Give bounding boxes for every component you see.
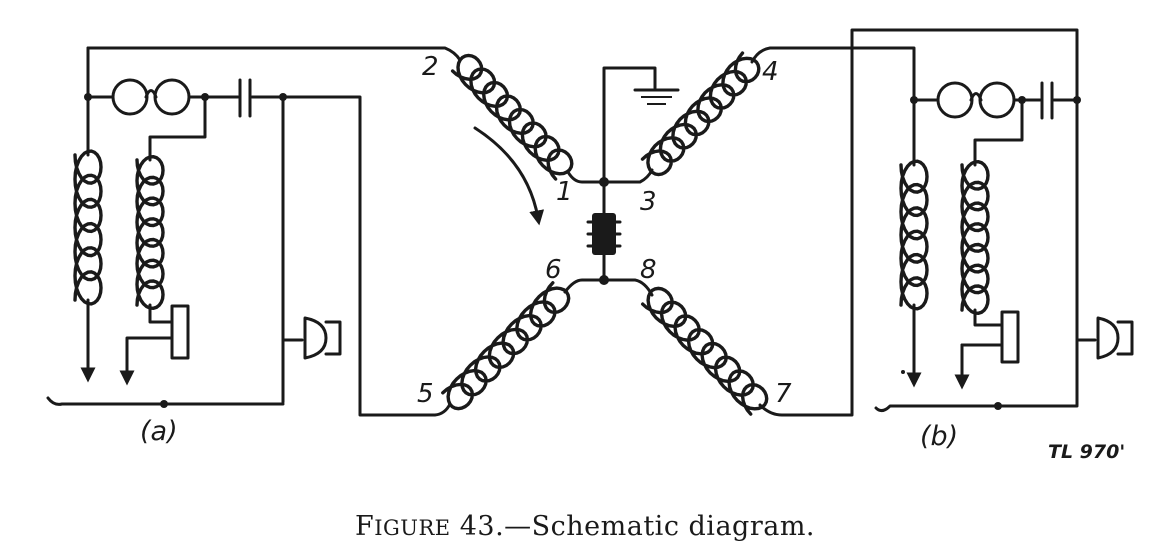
coil-a-right	[135, 154, 165, 311]
caption-rest: 43.—Schematic diagram.	[451, 511, 815, 542]
wire-a-branch	[148, 95, 207, 162]
top-wire-left	[86, 46, 462, 62]
plate-tag: TL 970'	[1048, 441, 1125, 463]
coil-6-5	[441, 281, 571, 411]
wire-ground-stub	[602, 66, 657, 184]
terminal-label-5: 5	[417, 379, 434, 409]
wire-a-cap-out	[250, 95, 452, 417]
transmitter-b-bridge	[969, 92, 983, 102]
transmitter-a-bridge	[144, 89, 158, 99]
microphone-a-stem	[125, 336, 174, 380]
wire-7-side	[758, 28, 1079, 417]
terminal-label-3: 3	[640, 187, 657, 217]
transmitter-b-circle-left	[936, 81, 974, 119]
coil-2-1	[450, 53, 574, 181]
curved-arrow	[473, 126, 545, 226]
right-circuit	[750, 28, 1134, 417]
coil-b-left	[899, 159, 929, 311]
caption-initial: F	[355, 511, 374, 542]
coil-8-7	[641, 286, 769, 416]
node-a-2	[201, 93, 209, 101]
node-b-2	[1018, 96, 1026, 104]
ground-line-a	[46, 396, 285, 406]
wire-b-branch	[973, 98, 1024, 167]
terminal-label-7: 7	[775, 379, 792, 409]
node-b-3	[1073, 96, 1081, 104]
center-network	[473, 66, 680, 297]
node-center-bottom	[599, 275, 609, 285]
microphone-a-body	[170, 304, 190, 360]
subfigure-label-a: (a)	[140, 416, 178, 447]
coil-4-3	[640, 51, 761, 177]
receiver-b-cap	[1116, 320, 1134, 356]
node-a-1	[84, 93, 92, 101]
transmitter-a-circle-right	[153, 78, 191, 116]
left-circuit	[46, 46, 462, 417]
node-b-ground	[994, 402, 1002, 410]
terminal-label-4: 4	[762, 57, 779, 87]
terminal-label-6: 6	[545, 255, 562, 285]
terminal-label-8: 8	[640, 255, 657, 285]
figure-caption: FIGURE 43.—Schematic diagram.	[355, 511, 815, 542]
coils-group	[73, 51, 990, 416]
node-b-1	[910, 96, 918, 104]
wire-b-cap-out	[1052, 98, 1079, 407]
microphone-b-stem	[960, 343, 1004, 384]
subfigure-label-b: (b)	[920, 421, 958, 452]
coil-a-left	[73, 149, 103, 306]
receiver-b-body	[1096, 316, 1120, 360]
ground-line-b	[874, 404, 1079, 413]
receiver-a-cap	[324, 320, 342, 356]
wire-1-3	[566, 168, 654, 184]
node-center-top	[599, 177, 609, 187]
dot-b-mark	[901, 370, 905, 374]
caption-smallcaps: IGURE	[374, 516, 450, 540]
receiver-a-body	[303, 316, 328, 360]
transmitter-a-circle-left	[111, 78, 149, 116]
terminal-label-1: 1	[556, 177, 573, 207]
node-a-3	[279, 93, 287, 101]
wire-6-8	[563, 278, 654, 297]
microphone-b-body	[1000, 310, 1020, 364]
wire-a-mic	[148, 303, 174, 324]
node-a-ground	[160, 400, 168, 408]
wire-4-top	[750, 46, 854, 64]
transmitter-b-circle-right	[978, 81, 1016, 119]
wire-b-mic	[973, 308, 1004, 327]
terminal-label-2: 2	[422, 52, 439, 82]
coil-b-right	[960, 159, 990, 316]
wire-b-left-vertical	[850, 46, 916, 167]
